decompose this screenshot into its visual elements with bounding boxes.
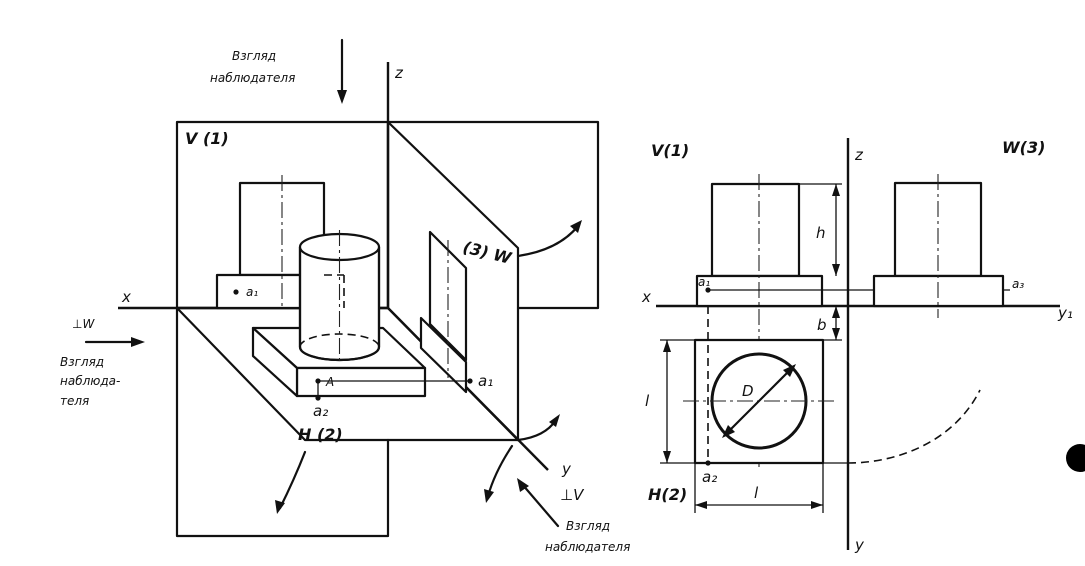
label-right-a3: a₃ xyxy=(1012,277,1024,291)
observer-bottom-arrow xyxy=(517,478,560,528)
observer-left-perp: ⊥W xyxy=(72,317,95,331)
label-point-a2: a₂ xyxy=(313,402,328,420)
edge-dot xyxy=(1066,444,1085,472)
observer-left-text-2: наблюда- xyxy=(60,374,120,388)
observer-top-text-2: наблюдателя xyxy=(210,71,295,85)
label-dim-l-vertical: l xyxy=(645,392,650,410)
rotation-arrow-h xyxy=(275,450,307,514)
label-axis-y: y xyxy=(561,460,572,478)
dimension-h xyxy=(799,183,842,276)
label-axis-z: z xyxy=(394,64,404,82)
dimension-l-vertical xyxy=(660,339,695,464)
label-plane-h: H (2) xyxy=(298,425,343,444)
label-right-axis-y: y xyxy=(854,536,865,554)
observer-left-text-3: теля xyxy=(60,394,89,408)
v-point-dot xyxy=(233,289,239,295)
label-plane-v: V (1) xyxy=(185,129,229,148)
label-plane-w: (3) W xyxy=(461,237,514,268)
observer-top-text-1: Взгляд xyxy=(232,49,276,63)
plane-h-frame xyxy=(175,306,390,538)
orthographic-view: V(1) W(3) H(2) z x y₁ y h b l l D a₁ a₃ … xyxy=(641,138,1073,554)
rotation-arrow-w xyxy=(516,220,582,258)
observer-bottom-text-2: наблюдателя xyxy=(545,540,630,554)
label-right-axis-x: x xyxy=(641,288,651,306)
observer-left-text-1: Взгляд xyxy=(60,355,104,369)
label-right-a1: a₁ xyxy=(698,275,710,289)
point-A-dot xyxy=(315,378,321,384)
w-base-proj xyxy=(419,316,468,394)
label-point-a1: a₁ xyxy=(246,285,258,299)
label-dim-b: b xyxy=(817,316,827,334)
label-view-w: W(3) xyxy=(1002,138,1045,157)
rotation-arrow-y2 xyxy=(484,444,514,503)
label-view-v: V(1) xyxy=(651,141,689,160)
point-a2-dot xyxy=(315,395,321,401)
rotation-arrow-y1 xyxy=(516,414,560,442)
label-right-a2: a₂ xyxy=(702,468,717,486)
dimension-l-horizontal xyxy=(694,463,824,513)
observer-bottom-perp: ⊥V xyxy=(560,486,585,504)
label-dim-D: D xyxy=(742,382,754,400)
isometric-view: V (1) (3) W H (2) x z y Взгляд наблюдате… xyxy=(60,38,630,554)
top-view-point-dot xyxy=(705,460,711,466)
label-point-A: A xyxy=(325,375,334,389)
plane-w-frame xyxy=(386,120,600,310)
projection-arc xyxy=(847,389,981,464)
observer-top-arrow xyxy=(337,38,347,104)
axis-y-line xyxy=(387,307,549,471)
label-dim-l-horizontal: l xyxy=(754,484,759,502)
label-right-axis-y1: y₁ xyxy=(1057,304,1073,322)
label-axis-x: x xyxy=(121,288,131,306)
front-point-dot xyxy=(705,287,711,293)
base-left-face xyxy=(251,326,299,398)
label-view-h: H(2) xyxy=(648,485,687,504)
dimension-b xyxy=(823,306,842,341)
observer-bottom-text-1: Взгляд xyxy=(566,519,610,533)
label-point-a1-right: a₁ xyxy=(478,372,493,390)
label-right-axis-z: z xyxy=(854,146,864,164)
observer-left-arrow xyxy=(84,337,145,347)
diameter-arrow xyxy=(722,364,796,438)
front-view-cylinder xyxy=(710,182,801,278)
label-dim-h: h xyxy=(816,224,826,242)
point-a1-dot xyxy=(467,378,473,384)
